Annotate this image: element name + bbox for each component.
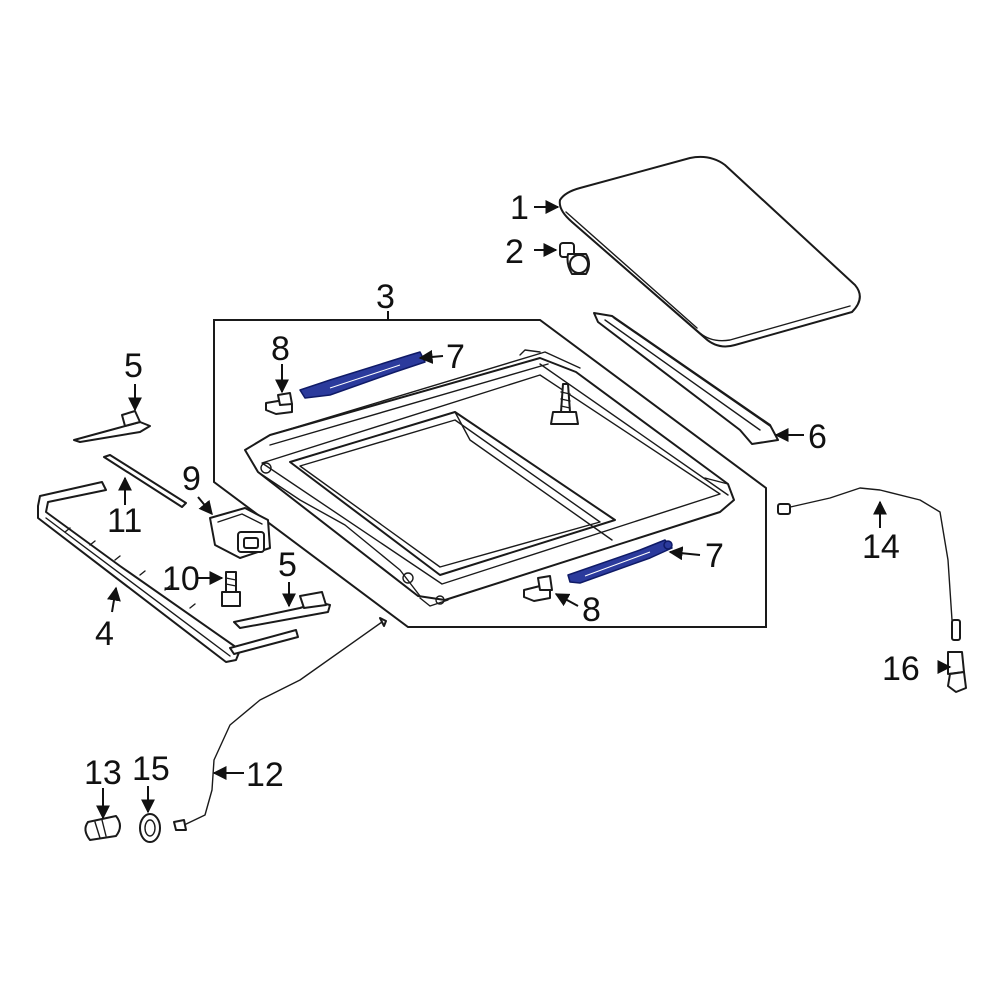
callout-8-upper: 8 [271, 330, 290, 368]
part-8-clip-lower [523, 575, 553, 602]
callout-10: 10 [162, 560, 200, 598]
callout-15: 15 [132, 750, 170, 788]
callout-12: 12 [246, 756, 284, 794]
callout-1: 1 [510, 189, 529, 227]
part-9-motor [209, 507, 271, 559]
leader-lines [96, 200, 952, 820]
callout-4: 4 [95, 615, 114, 653]
callout-3: 3 [376, 278, 395, 316]
part-15-grommet [139, 813, 161, 843]
callout-14: 14 [862, 528, 900, 566]
callout-7-upper: 7 [446, 338, 465, 376]
part-11-strip [103, 454, 187, 508]
part-6-seal-strip [593, 312, 779, 445]
callout-11: 11 [107, 502, 142, 540]
part-4-deflector [37, 481, 241, 663]
callout-7-lower: 7 [705, 537, 724, 575]
callout-5-upper: 5 [124, 347, 143, 385]
callout-16: 16 [882, 650, 920, 688]
part-3-sunroof-frame [244, 349, 735, 607]
callout-labels: 1 2 3 5 7 8 6 11 9 10 5 4 7 8 14 16 12 1… [84, 189, 920, 794]
callout-6: 6 [808, 418, 827, 456]
callout-9: 9 [182, 460, 201, 498]
part-13-sleeve [84, 815, 121, 841]
part-16-valve [947, 651, 967, 693]
part-3-frame-box [213, 319, 767, 628]
part-2-clip [559, 242, 590, 275]
part-8-clip-upper [265, 392, 293, 415]
frame-bolt [550, 383, 579, 425]
callout-2: 2 [505, 233, 524, 271]
part-5-bracket-lower [233, 591, 331, 629]
part-14-drain-hose [777, 487, 961, 641]
part-1-glass-panel [558, 155, 861, 348]
part-10-bolt [221, 571, 241, 607]
drain-strip [229, 629, 299, 655]
part-7-guide-rail-lower [567, 539, 673, 584]
callout-5-lower: 5 [278, 546, 297, 584]
part-7-guide-rail-upper [299, 351, 426, 399]
part-12-drain-hose [173, 617, 387, 831]
callout-13: 13 [84, 754, 122, 792]
part-5-bracket-upper [73, 410, 151, 443]
callout-8-lower: 8 [582, 591, 601, 629]
